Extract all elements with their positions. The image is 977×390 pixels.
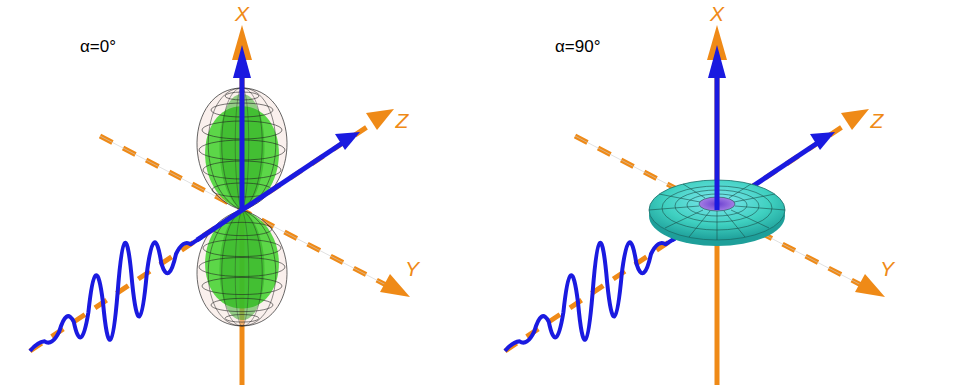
angle-label: α=90° — [555, 38, 600, 55]
axis-label: Z — [396, 110, 409, 131]
angle-label: α=0° — [80, 38, 116, 55]
torus-pattern — [505, 25, 885, 385]
axis-label: Y — [405, 258, 419, 279]
axis-label: X — [710, 3, 724, 24]
axis-label: Z — [871, 110, 884, 131]
axis-label: X — [235, 3, 249, 24]
axis-label: Y — [880, 258, 894, 279]
dipole-pattern — [30, 25, 410, 385]
